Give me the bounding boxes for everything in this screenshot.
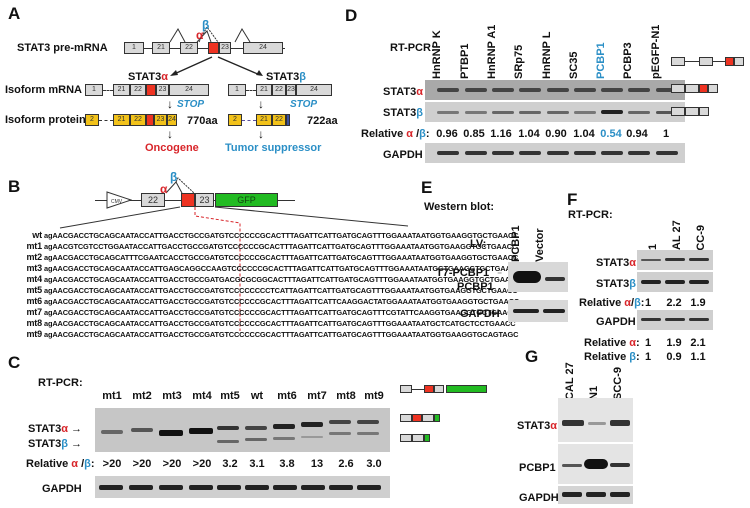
panel-e-letter: E [421, 178, 433, 197]
alpha-length: 770aa [187, 115, 218, 127]
stat3a-label: STAT3α [596, 257, 636, 269]
alpha-symbol: α [160, 182, 168, 196]
stat3a-blot [558, 398, 633, 442]
splice-lines [169, 26, 251, 43]
splice-lines [165, 177, 195, 194]
down-arrow-icon: ↓ [258, 127, 264, 141]
ratio-label: Relative α /β: [26, 458, 95, 470]
alt-exon-region [208, 42, 219, 54]
exon-24: 24 [243, 42, 283, 54]
stat3-beta-title: STAT3β [266, 71, 306, 83]
gapdh-gel [508, 300, 568, 322]
tumor-suppressor-label: Tumor suppressor [225, 142, 322, 154]
lane-scc9: SCC-9 [612, 366, 624, 400]
stat3b-arrow-label: STAT3β → [28, 438, 82, 450]
stat3a-label: STAT3α [383, 86, 423, 98]
pcbp1-blot [558, 444, 633, 484]
ratio-label: Relative α/β: [579, 297, 645, 309]
panel-g-letter: G [525, 347, 539, 366]
gapdh-gel [425, 143, 685, 163]
lane-vector: Vector [534, 228, 546, 262]
alpha-symbol: α [196, 28, 204, 42]
stat3a-gel [637, 250, 713, 270]
stat3b-label: STAT3β [383, 107, 423, 119]
beta-symbol: β [202, 18, 210, 32]
lv-label: LV: [470, 238, 487, 250]
isoform-arrows [170, 56, 263, 76]
rt-pcr-label: RT-PCR: [38, 377, 83, 389]
isoform-mrna-label: Isoform mRNA [5, 84, 83, 96]
panel-d-letter: D [345, 6, 358, 25]
exon-21: 21 [152, 42, 170, 54]
gapdh-label: GAPDH [460, 308, 500, 320]
stat3b-gel [637, 272, 713, 292]
oncogene-label: Oncogene [145, 142, 199, 154]
zoom-lines [59, 206, 409, 331]
pre-mrna-label: STAT3 pre-mRNA [17, 42, 108, 54]
isoform-protein-label: Isoform protein [5, 114, 86, 126]
rt-pcr-label: RT-PCR: [390, 42, 435, 54]
lane-cal27: CAL 27 [564, 362, 576, 400]
lane-pcbp1: PCBP1 [510, 225, 522, 262]
stat3b-gel [425, 102, 685, 122]
gapdh-label: GAPDH [519, 492, 559, 504]
beta-symbol: β [170, 170, 178, 184]
exon-22-box: 22 [141, 193, 165, 207]
panel-c-letter: C [8, 353, 21, 372]
gapdh-label: GAPDH [383, 149, 423, 161]
beta-length: 722aa [307, 115, 338, 127]
cmv-promoter-icon: CMV [106, 191, 132, 209]
rt-pcr-label: RT-PCR: [568, 209, 613, 221]
panel-b-letter: B [8, 177, 21, 196]
gapdh-gel [95, 476, 390, 498]
stat3b-label: STAT3β [596, 278, 636, 290]
ratio-label: Relative α /β: [361, 128, 430, 140]
stop-label-beta: STOP [290, 99, 318, 110]
western-blot-gel [508, 262, 568, 292]
down-arrow-icon: ↓ [167, 127, 173, 141]
rt-pcr-gel [95, 408, 390, 452]
exon-23: 23 [219, 42, 231, 54]
stat3a-gel [425, 80, 685, 100]
pcbp1-label: PCBP1 [519, 462, 556, 474]
gapdh-gel [637, 310, 713, 330]
svg-text:CMV: CMV [111, 199, 123, 205]
exon-23-box: 23 [195, 193, 214, 207]
relative-alpha-label: Relative α: [584, 337, 640, 349]
stat3a-arrow-label: STAT3α → [28, 423, 83, 435]
gapdh-blot [558, 486, 633, 504]
down-arrow-icon: ↓ [167, 97, 173, 111]
alt-region-box [181, 193, 195, 207]
panel-a-letter: A [8, 4, 21, 23]
relative-beta-label: Relative β: [584, 351, 640, 363]
exon-22: 22 [180, 42, 198, 54]
stat3a-label: STAT3α [517, 420, 557, 432]
exon-1: 1 [124, 42, 144, 54]
western-blot-label: Western blot: [424, 201, 495, 213]
gapdh-label: GAPDH [596, 316, 636, 328]
panel-f-letter: F [567, 190, 578, 209]
stop-label-alpha: STOP [177, 99, 205, 110]
down-arrow-icon: ↓ [258, 97, 264, 111]
stat3-alpha-title: STAT3α [128, 71, 168, 83]
gfp-box: GFP [215, 193, 278, 207]
t7-pcbp1-label: T7-PCBP1 [436, 267, 490, 279]
pcbp1-label: PCBP1 [457, 281, 494, 293]
gapdh-label: GAPDH [42, 483, 82, 495]
